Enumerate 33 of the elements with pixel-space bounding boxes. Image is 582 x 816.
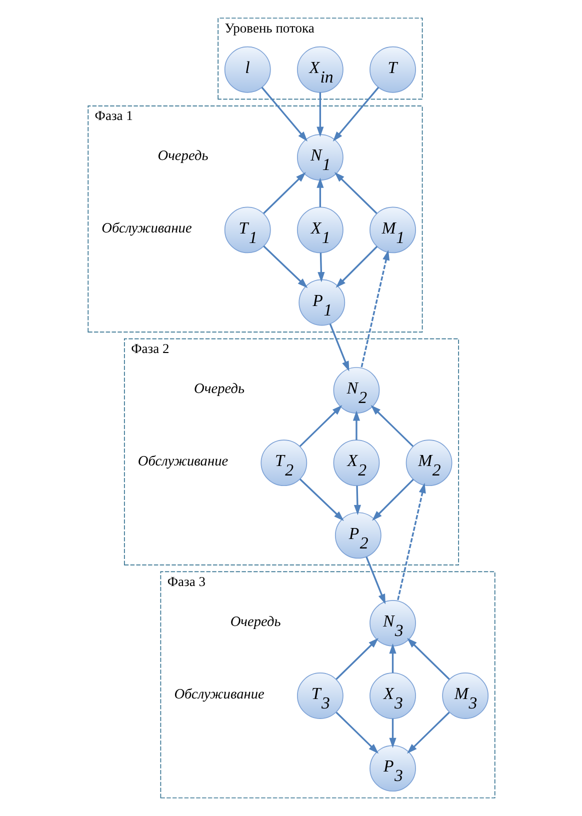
label: Очередь — [157, 148, 208, 164]
arrow — [388, 644, 396, 673]
arrow — [317, 252, 324, 282]
arrow — [328, 324, 349, 372]
arrow — [316, 178, 324, 208]
arrow — [360, 250, 390, 368]
arrow — [260, 86, 308, 142]
arrow — [352, 410, 360, 440]
arrow — [335, 712, 378, 754]
arrow — [332, 86, 379, 142]
arrow — [353, 486, 361, 516]
label: Обслуживание — [101, 220, 192, 237]
arrow — [370, 405, 414, 447]
arrow — [372, 478, 414, 521]
label: Обслуживание — [137, 453, 228, 470]
arrow — [406, 638, 450, 680]
arrow — [298, 405, 342, 447]
label: Очередь — [230, 614, 280, 630]
arrow — [262, 246, 308, 288]
node-circle: l — [224, 46, 270, 93]
arrow — [334, 172, 377, 214]
arrow — [335, 246, 378, 288]
label: Обслуживание — [174, 686, 264, 702]
arrow — [298, 478, 344, 521]
arrow — [406, 712, 450, 754]
arrow — [262, 172, 306, 214]
arrow — [316, 92, 324, 137]
arrow — [365, 556, 385, 604]
arrow — [396, 482, 426, 602]
arrow — [335, 638, 378, 680]
label: Очередь — [194, 380, 244, 397]
node-circle: T — [369, 46, 416, 93]
arrow — [388, 718, 396, 748]
